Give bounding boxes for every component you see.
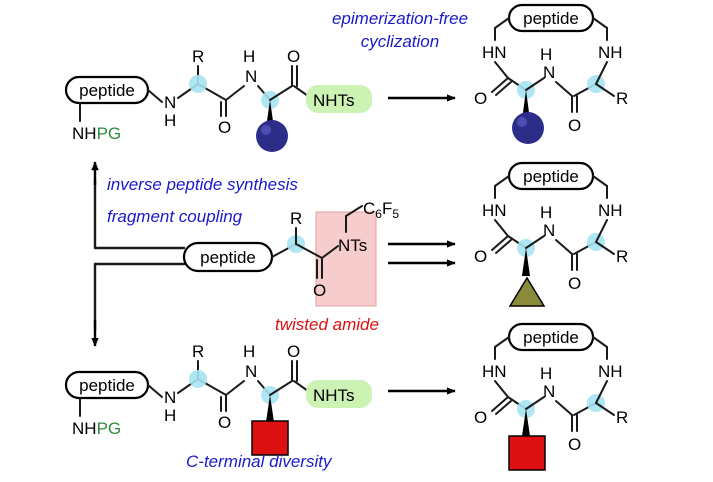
peptide-label: peptide (523, 328, 579, 347)
o-label: O (287, 342, 300, 361)
peptide-label: peptide (523, 167, 579, 186)
n-label: N (245, 362, 257, 381)
c-terminal-diversity-caption: C-terminal diversity (186, 452, 333, 471)
nhts-box (306, 85, 372, 113)
hn-label: HN (482, 362, 507, 381)
hn-label: HN (482, 43, 507, 62)
r-label: R (192, 342, 204, 361)
r-label: R (616, 247, 628, 266)
sphere-highlight (517, 117, 527, 127)
r-label: R (290, 209, 302, 228)
pg-label: PG (97, 419, 122, 438)
blue-sphere-icon (256, 120, 288, 152)
r-label: R (616, 89, 628, 108)
bottom-right-cyclic-product: peptide HN NH O H N O R (474, 322, 628, 471)
middle-right-cyclic-product: peptide HN NH O H N O R (474, 161, 628, 307)
pg-label: PG (97, 124, 122, 143)
h-label: H (540, 45, 552, 64)
r-label: R (616, 408, 628, 427)
h-label: H (164, 111, 176, 130)
c6f5-label: C6F5 (363, 199, 399, 221)
cyclization-caption: cyclization (361, 32, 439, 51)
h-label: H (164, 406, 176, 425)
o-label: O (313, 281, 326, 300)
alpha-carbon-dot (189, 75, 207, 93)
o-label: O (568, 116, 581, 135)
o-label: O (474, 408, 487, 427)
inverse-synthesis-caption: inverse peptide synthesis (107, 175, 298, 194)
peptide-label: peptide (79, 81, 135, 100)
o-label: O (474, 89, 487, 108)
fragment-coupling-caption: fragment coupling (107, 207, 243, 226)
peptide-label: peptide (79, 376, 135, 395)
n-label: N (543, 63, 555, 82)
nhts-label: NHTs (313, 91, 355, 110)
alpha-carbon-dot (189, 370, 207, 388)
wedge-bond (522, 409, 530, 436)
middle-twisted-amide: peptide R O NTs C6F5 (182, 199, 399, 307)
peptide-label: peptide (200, 248, 256, 267)
o-label: O (218, 413, 231, 432)
n-label: N (164, 93, 176, 112)
h-label: H (540, 364, 552, 383)
nhts-box (306, 380, 372, 408)
o-label: O (218, 118, 231, 137)
o-label: O (568, 435, 581, 454)
o-label: O (568, 274, 581, 293)
h-label: H (243, 47, 255, 66)
h-label: H (243, 342, 255, 361)
nts-label: NTs (338, 236, 367, 255)
epimerization-caption: epimerization-free (332, 9, 468, 28)
nh-label: NHPG (72, 419, 121, 438)
red-square-icon (508, 435, 546, 471)
cyclopropane-icon (508, 276, 546, 307)
nh-label: NH (598, 43, 623, 62)
wedge-bond (522, 248, 530, 276)
twisted-amide-caption: twisted amide (275, 315, 379, 334)
nh-label: NH (598, 201, 623, 220)
h-label: H (540, 203, 552, 222)
peptide-label: peptide (523, 9, 579, 28)
o-label: O (287, 47, 300, 66)
sphere-highlight (261, 125, 271, 135)
n-label: N (164, 388, 176, 407)
top-right-cyclic-product: peptide HN NH O H N O R (474, 3, 628, 144)
red-square-icon (251, 420, 289, 456)
nh-label: NH (598, 362, 623, 381)
top-left-starting-material: peptide NHPG N H R O H N O NHTs (64, 47, 372, 152)
up-branch-line (93, 178, 186, 250)
n-label: N (245, 67, 257, 86)
nh-label: NHPG (72, 124, 121, 143)
nhts-label: NHTs (313, 386, 355, 405)
blue-sphere-icon (512, 112, 544, 144)
hn-label: HN (482, 201, 507, 220)
down-branch-line (93, 262, 186, 332)
bottom-left-starting-material: peptide NHPG N H R O H N O NHTs (64, 342, 372, 456)
wedge-bond (266, 395, 274, 422)
n-label: N (543, 382, 555, 401)
n-label: N (543, 221, 555, 240)
o-label: O (474, 247, 487, 266)
r-label: R (192, 47, 204, 66)
